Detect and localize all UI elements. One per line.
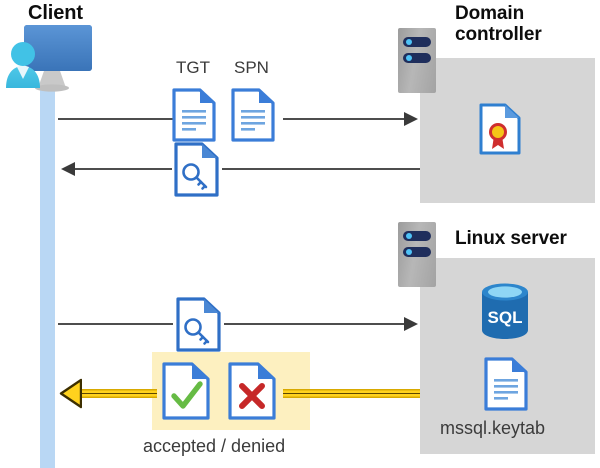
linux-server-title: Linux server bbox=[455, 228, 567, 249]
client-title: Client bbox=[28, 2, 83, 24]
keytab-label: mssql.keytab bbox=[440, 418, 546, 438]
domain-controller-server-rack-icon bbox=[398, 28, 436, 93]
denied-document-cross-icon bbox=[228, 362, 276, 425]
kerberos-ticket-document-key-icon bbox=[174, 142, 219, 202]
svg-text:SQL: SQL bbox=[488, 308, 523, 327]
flow-3-arrowhead-right bbox=[404, 316, 420, 337]
flow-3-line-left bbox=[58, 323, 173, 325]
flow-4-line-left bbox=[75, 389, 157, 398]
flow-1-line-left bbox=[58, 118, 173, 120]
verdict-label: accepted / denied bbox=[143, 436, 286, 456]
client-user-monitor-icon bbox=[4, 22, 96, 94]
flow-3-line-right bbox=[224, 323, 408, 325]
client-lifeline bbox=[40, 84, 55, 468]
flow-1-arrowhead-right bbox=[404, 111, 420, 132]
flow-2-line-left bbox=[74, 168, 172, 170]
spn-label: SPN bbox=[234, 58, 269, 77]
flow-2-arrowhead-left bbox=[58, 161, 75, 182]
sql-database-icon: SQL bbox=[477, 281, 533, 346]
spn-document-icon bbox=[231, 88, 275, 147]
flow-1-line-right bbox=[283, 118, 408, 120]
auth-request-document-key-icon bbox=[176, 297, 221, 357]
flow-4-arrowhead-left bbox=[58, 378, 83, 414]
keytab-document-icon bbox=[484, 357, 528, 416]
accepted-document-check-icon bbox=[162, 362, 210, 425]
tgt-document-icon bbox=[172, 88, 216, 147]
certificate-document-icon bbox=[479, 103, 521, 160]
linux-server-rack-icon bbox=[398, 222, 436, 287]
flow-4-line-right bbox=[283, 389, 420, 398]
tgt-label: TGT bbox=[176, 58, 210, 77]
flow-2-line-right bbox=[222, 168, 420, 170]
domain-controller-title: Domain controller bbox=[455, 3, 542, 46]
